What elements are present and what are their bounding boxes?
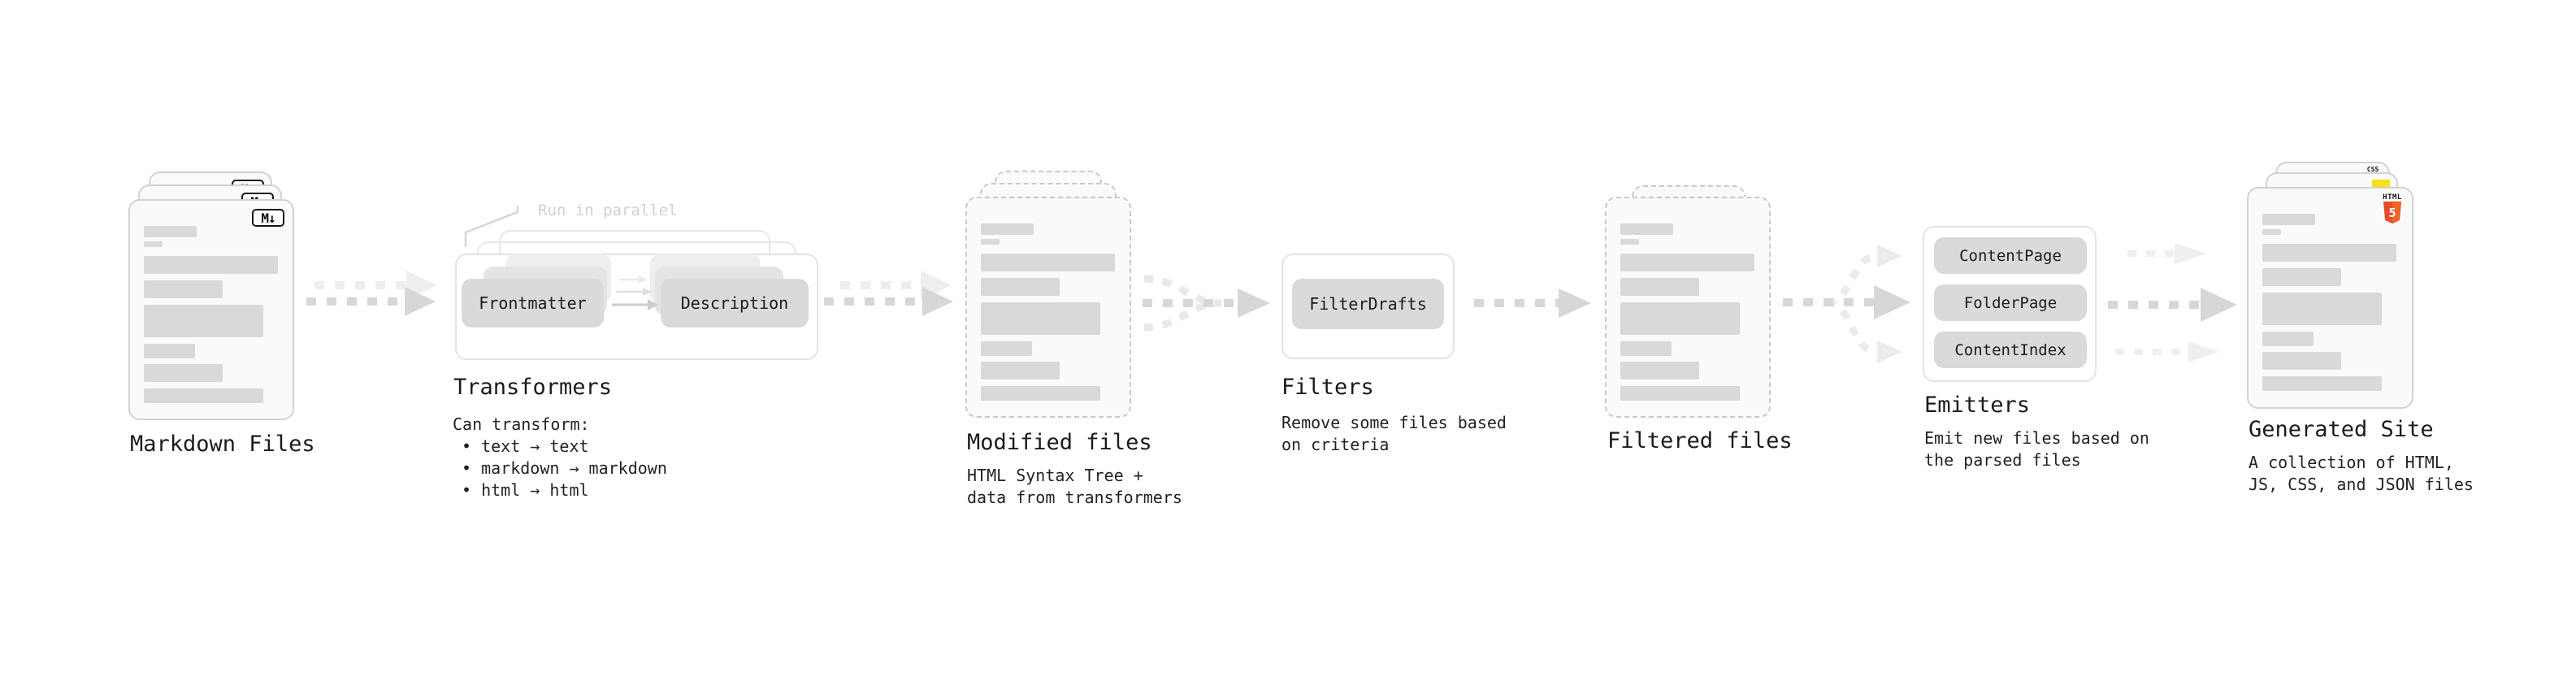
filterdrafts-pill: FilterDrafts: [1292, 279, 1444, 329]
emitters-desc: the parsed files: [1924, 450, 2081, 470]
filters-heading: Filters: [1281, 375, 1374, 400]
modified-files-label: Modified files: [967, 430, 1152, 455]
placeholder-bar: [144, 256, 278, 274]
placeholder-bar: [144, 280, 223, 298]
placeholder-bar: [1620, 362, 1699, 380]
placeholder-bar: [144, 344, 195, 358]
placeholder-bar: [981, 341, 1032, 356]
placeholder-bar: [144, 305, 263, 337]
placeholder-bar: [2262, 268, 2341, 286]
modified-doc-front: [965, 197, 1131, 418]
html5-icon: HTML 5: [2383, 193, 2402, 224]
svg-text:5: 5: [2388, 206, 2396, 220]
note-connector-line: [464, 206, 519, 247]
markdown-doc-front: M↓: [128, 199, 294, 420]
placeholder-bar: [981, 239, 1000, 245]
placeholder-bar: [981, 362, 1060, 380]
flow-arrows-emitters-to-generated: [2108, 243, 2237, 362]
placeholder-bar: [1620, 239, 1639, 245]
transform-step-arrows: [612, 275, 658, 310]
emitters-heading: Emitters: [1924, 393, 2031, 418]
contentindex-pill: ContentIndex: [1934, 332, 2087, 368]
filters-desc: on criteria: [1281, 435, 1390, 454]
placeholder-bar: [2262, 376, 2382, 391]
placeholder-bar: [1620, 254, 1754, 271]
placeholder-bar: [1620, 302, 1740, 335]
placeholder-bar: [1620, 223, 1673, 235]
generated-site-desc: A collection of HTML,: [2249, 453, 2454, 472]
placeholder-bar: [2262, 352, 2341, 370]
generated-site-label: Generated Site: [2249, 417, 2434, 442]
placeholder-bar: [144, 388, 263, 403]
placeholder-bar: [2262, 229, 2281, 235]
frontmatter-pill: Frontmatter: [462, 279, 604, 327]
placeholder-bar: [2262, 214, 2315, 225]
placeholder-bar: [144, 226, 197, 237]
placeholder-bar: [1620, 341, 1672, 356]
modified-files-desc: data from transformers: [967, 488, 1182, 507]
placeholder-bar: [144, 241, 163, 247]
generated-site-desc: JS, CSS, and JSON files: [2249, 475, 2474, 494]
placeholder-bar: [144, 364, 223, 382]
flow-arrow-filtered-to-emitters: [1783, 245, 1910, 363]
flow-arrow-modified-to-filters: [1143, 275, 1270, 332]
contentpage-pill: ContentPage: [1934, 237, 2087, 274]
placeholder-bar: [981, 254, 1115, 271]
filtered-files-label: Filtered files: [1607, 428, 1793, 453]
placeholder-bar: [1620, 278, 1699, 296]
run-in-parallel-note: Run in parallel: [538, 202, 678, 219]
placeholder-bar: [1620, 386, 1740, 401]
transformers-bullet: • text → text: [462, 436, 589, 456]
placeholder-bar: [2262, 244, 2396, 262]
placeholder-bar: [2262, 332, 2314, 346]
filters-desc: Remove some files based: [1281, 413, 1507, 432]
placeholder-bar: [981, 386, 1100, 401]
modified-files-desc: HTML Syntax Tree +: [967, 466, 1143, 485]
filtered-doc-front: [1605, 197, 1771, 418]
transformers-bullet: • html → html: [462, 480, 589, 500]
transformers-desc-title: Can transform:: [453, 414, 590, 434]
folderpage-pill: FolderPage: [1934, 284, 2087, 321]
transformers-heading: Transformers: [453, 375, 613, 400]
markdown-icon: M↓: [252, 209, 284, 227]
generated-doc-html: HTML 5: [2247, 187, 2413, 409]
markdown-files-label: Markdown Files: [130, 432, 315, 457]
emitters-desc: Emit new files based on: [1924, 428, 2149, 448]
placeholder-bar: [981, 278, 1060, 296]
placeholder-bar: [2262, 293, 2382, 325]
description-pill: Description: [661, 279, 809, 327]
placeholder-bar: [981, 223, 1034, 235]
placeholder-bar: [981, 302, 1100, 335]
flow-arrow-transformers-to-modified: [824, 271, 953, 316]
flow-arrow-markdown-to-transformers: [306, 271, 437, 316]
flow-arrow-filters-to-filtered: [1474, 288, 1591, 318]
transformers-bullet: • markdown → markdown: [462, 458, 667, 478]
